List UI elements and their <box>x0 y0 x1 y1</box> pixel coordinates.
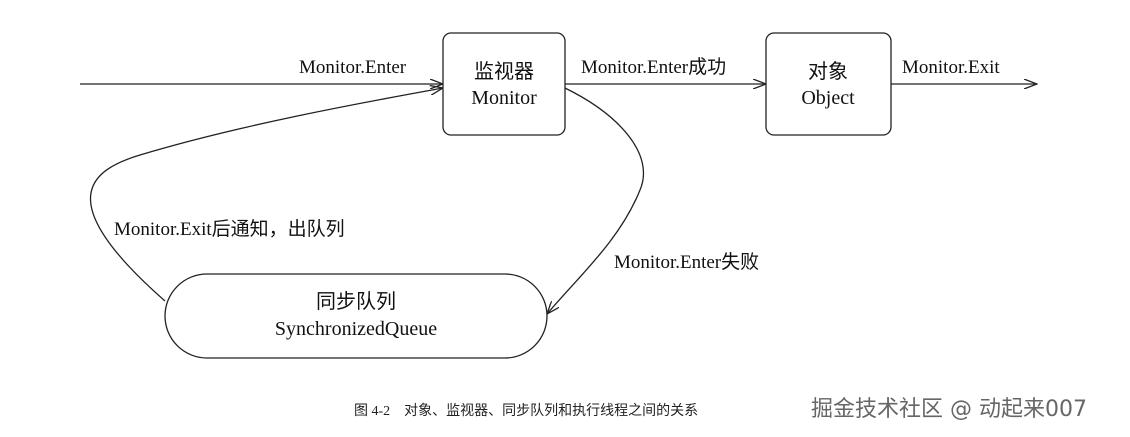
enter-success-edge-label: Monitor.Enter成功 <box>581 56 726 78</box>
exit-notify-edge-label: Monitor.Exit后通知，出队列 <box>114 218 345 240</box>
enter-fail-arrow <box>547 87 645 314</box>
monitor-label-cn: 监视器 <box>474 60 534 83</box>
watermark-text: 掘金技术社区 @ 动起来007 <box>811 397 1087 422</box>
exit-notify-arrow <box>89 88 443 302</box>
monitor-label-en: Monitor <box>471 87 537 109</box>
synchronized-queue-box <box>164 273 548 359</box>
enter-fail-edge-label: Monitor.Enter失败 <box>614 251 759 273</box>
figure-caption: 图 4-2 对象、监视器、同步队列和执行线程之间的关系 <box>354 403 698 419</box>
object-label-cn: 对象 <box>808 60 848 83</box>
exit-edge-label: Monitor.Exit <box>902 57 1000 78</box>
object-box <box>765 32 892 136</box>
enter-edge-label: Monitor.Enter <box>299 57 407 78</box>
object-label-en: Object <box>801 87 855 109</box>
monitor-box <box>442 32 566 136</box>
queue-label-cn: 同步队列 <box>316 290 396 313</box>
queue-label-en: SynchronizedQueue <box>275 318 437 340</box>
